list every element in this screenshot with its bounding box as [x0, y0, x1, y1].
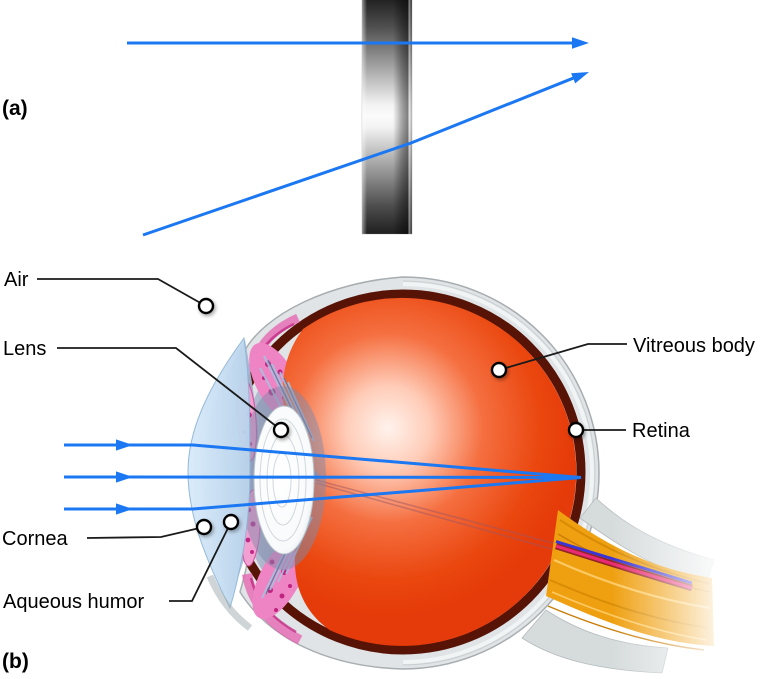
panel-a-rays: [127, 41, 575, 237]
oblique-ray-arrowhead: [571, 72, 589, 84]
label-retina: Retina: [632, 420, 691, 442]
panel-a-arrowheads: [571, 37, 589, 84]
axial-ray-arrowhead: [572, 37, 589, 49]
panel-a-tag: (a): [2, 97, 28, 120]
air-leader-line: [37, 278, 205, 306]
aqueous-humor-marker-dot: [222, 513, 240, 531]
cornea-leader-line: [86, 526, 205, 539]
lens-body: [253, 405, 315, 555]
central-retinal-vessels: [555, 540, 693, 592]
panel-b-rays: [63, 443, 582, 511]
panel-a: [127, 0, 589, 237]
label-cornea: Cornea: [2, 528, 68, 550]
eye-ray-bottom-arrowhead: [116, 503, 133, 515]
eye-ray-top-arrowhead: [116, 439, 133, 451]
sclera-inner-highlight: [402, 282, 594, 664]
thick-lens-slab: [361, 0, 413, 235]
air-marker-dot: [197, 297, 215, 315]
panel-b-arrowheads: [116, 439, 133, 515]
central-retinal-artery: [555, 544, 693, 590]
nerve-sheath-bottom: [521, 609, 669, 674]
vitreous-body-marker-dot: [490, 361, 508, 379]
eye-ray-middle: [63, 475, 582, 479]
oblique-ray-line: [142, 76, 575, 237]
label-air: Air: [4, 269, 29, 291]
eye-ray-top: [64, 443, 582, 479]
nerve-fiber-bundle: [546, 510, 714, 646]
optic-nerve: [521, 497, 715, 674]
eye-ray-bottom: [64, 476, 582, 511]
leader-lines: [37, 278, 627, 602]
panel-b-tag: (b): [2, 650, 29, 673]
lens-leader-line: [57, 347, 282, 431]
retina-marker-dot: [567, 421, 585, 439]
text-labels: (a) (b) Air Lens Cornea Aqueous humor Vi…: [2, 97, 755, 673]
eye-cross-section: [63, 276, 715, 674]
lens-slab-shading: [362, 0, 412, 234]
central-retinal-vein: [555, 540, 693, 585]
hyaloid-vessel: [315, 479, 557, 550]
vitreous-body: [282, 297, 577, 646]
label-lens: Lens: [3, 338, 46, 360]
label-aqueous-humor: Aqueous humor: [3, 591, 145, 613]
aqueous-humor-leader-line: [169, 521, 232, 602]
sclera-outer-streak: [402, 280, 596, 666]
eye-ray-middle-arrowhead: [116, 471, 133, 483]
marker-dots: [195, 297, 585, 536]
cornea-marker-dot: [195, 518, 213, 536]
limbus-shadow-bottom: [206, 574, 253, 631]
vitreous-body-leader-line: [498, 343, 627, 371]
label-vitreous-body: Vitreous body: [633, 335, 755, 357]
lens-marker-dot: [272, 421, 290, 439]
